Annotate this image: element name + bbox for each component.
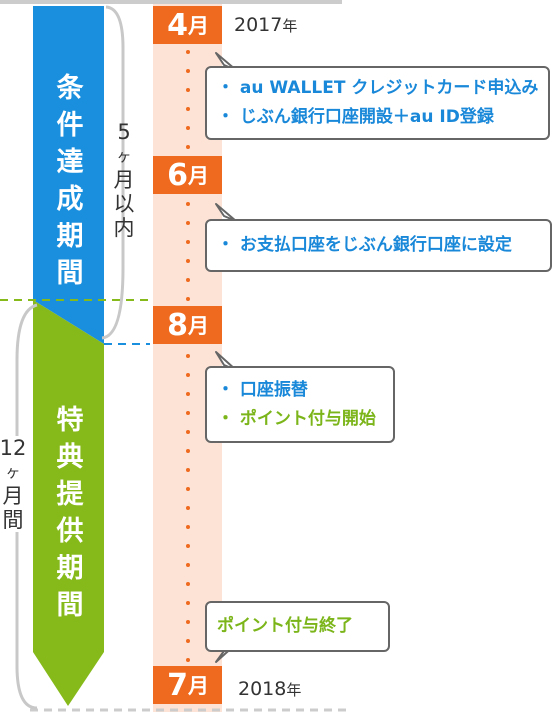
month-badge-june-number: 6 [167,157,188,193]
benefit-duration-char: 12 [0,436,27,460]
condition-period-label: 条 件 達 成 期 間 [55,70,85,292]
benefit-label-char: 提 [56,479,84,510]
bubble-final: ポイント付与終了 [205,601,390,652]
bubble-june-line-1: ・ お支払口座をじぶん銀行口座に設定 [217,235,512,255]
benefit-duration-bracket [15,303,38,710]
bubble-august-line-1: ・ 口座振替 [217,379,308,400]
benefit-label-char: 典 [56,442,84,473]
condition-duration-label: 5 ヶ 月 以 内 [111,120,137,240]
benefit-duration-char: ヶ [5,463,21,481]
bubble-april-line-2: ・ じぶん銀行口座開設＋au ID登録 [217,107,494,127]
year-label-2018-unit: 年 [286,681,302,699]
condition-duration-char: 以 [113,192,135,216]
benefit-period-arrow [33,300,104,706]
condition-label-char: 条 [56,73,84,104]
bubble-april: ・ au WALLET クレジットカード申込み ・ じぶん銀行口座開設＋au I… [205,66,550,140]
condition-period-arrow [33,6,104,344]
year-label-2017: 2017年 [234,14,297,36]
year-label-2017-unit: 年 [282,17,298,35]
month-badge-august-number: 8 [167,307,188,343]
condition-label-char: 期 [56,221,84,252]
condition-duration-char: ヶ [116,147,132,165]
bubble-june: ・ お支払口座をじぶん銀行口座に設定 [205,219,552,272]
condition-duration-char: 5 [117,120,131,144]
benefit-label-char: 供 [56,516,84,547]
month-badge-august-unit: 月 [187,314,209,338]
condition-duration-char: 内 [113,216,135,240]
benefit-label-char: 特 [56,405,84,436]
bubble-june-tail [215,203,237,222]
year-label-2018-number: 2018 [238,678,287,700]
bubble-august-line-2: ・ ポイント付与開始 [217,408,376,429]
condition-label-char: 達 [56,147,84,178]
bubble-august: ・ 口座振替 ・ ポイント付与開始 [205,366,395,443]
month-badge-july-unit: 月 [187,674,209,698]
benefit-period-label: 特 典 提 供 期 間 [55,402,85,624]
condition-label-char: 間 [56,258,84,289]
month-badge-april-unit: 月 [187,14,209,38]
month-badge-april-number: 4 [167,7,188,43]
year-label-2018: 2018年 [238,678,301,700]
benefit-duration-char: 間 [2,508,24,532]
bubble-april-line-1: ・ au WALLET クレジットカード申込み [217,78,539,98]
benefit-label-char: 期 [56,553,84,584]
month-badge-july-number: 7 [167,667,188,703]
bubble-final-line-1: ポイント付与終了 [217,616,353,636]
benefit-duration-char: 月 [2,484,24,508]
year-label-2017-number: 2017 [234,14,283,36]
condition-duration-char: 月 [113,168,135,192]
benefit-duration-label: 12 ヶ 月 間 [0,436,26,532]
condition-label-char: 成 [56,184,84,215]
month-badge-june-unit: 月 [187,164,209,188]
condition-duration-bracket [101,5,125,340]
benefit-label-char: 間 [56,590,84,621]
condition-label-char: 件 [56,110,84,141]
